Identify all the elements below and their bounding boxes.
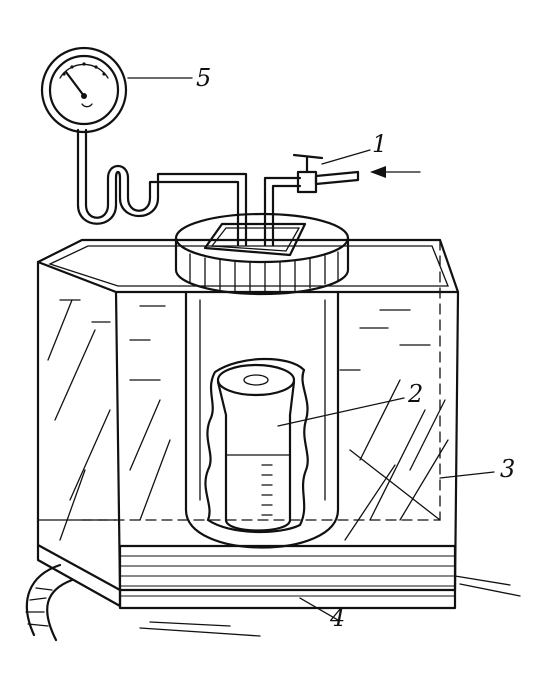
drain-hose [25, 563, 74, 642]
sample-bottle [216, 363, 296, 532]
label-base: 4 [330, 604, 346, 632]
label-tank: 3 [500, 455, 516, 483]
leader-lines [127, 77, 495, 621]
valve[interactable] [292, 153, 421, 194]
vacuum-tubes [76, 128, 302, 247]
label-bottle: 2 [408, 380, 424, 408]
tank-base [36, 543, 521, 637]
water-tank [36, 238, 460, 592]
vacuum-jar [174, 212, 350, 549]
pressure-gauge [40, 46, 128, 134]
label-valve: 1 [372, 130, 388, 158]
label-gauge: 5 [196, 64, 212, 92]
